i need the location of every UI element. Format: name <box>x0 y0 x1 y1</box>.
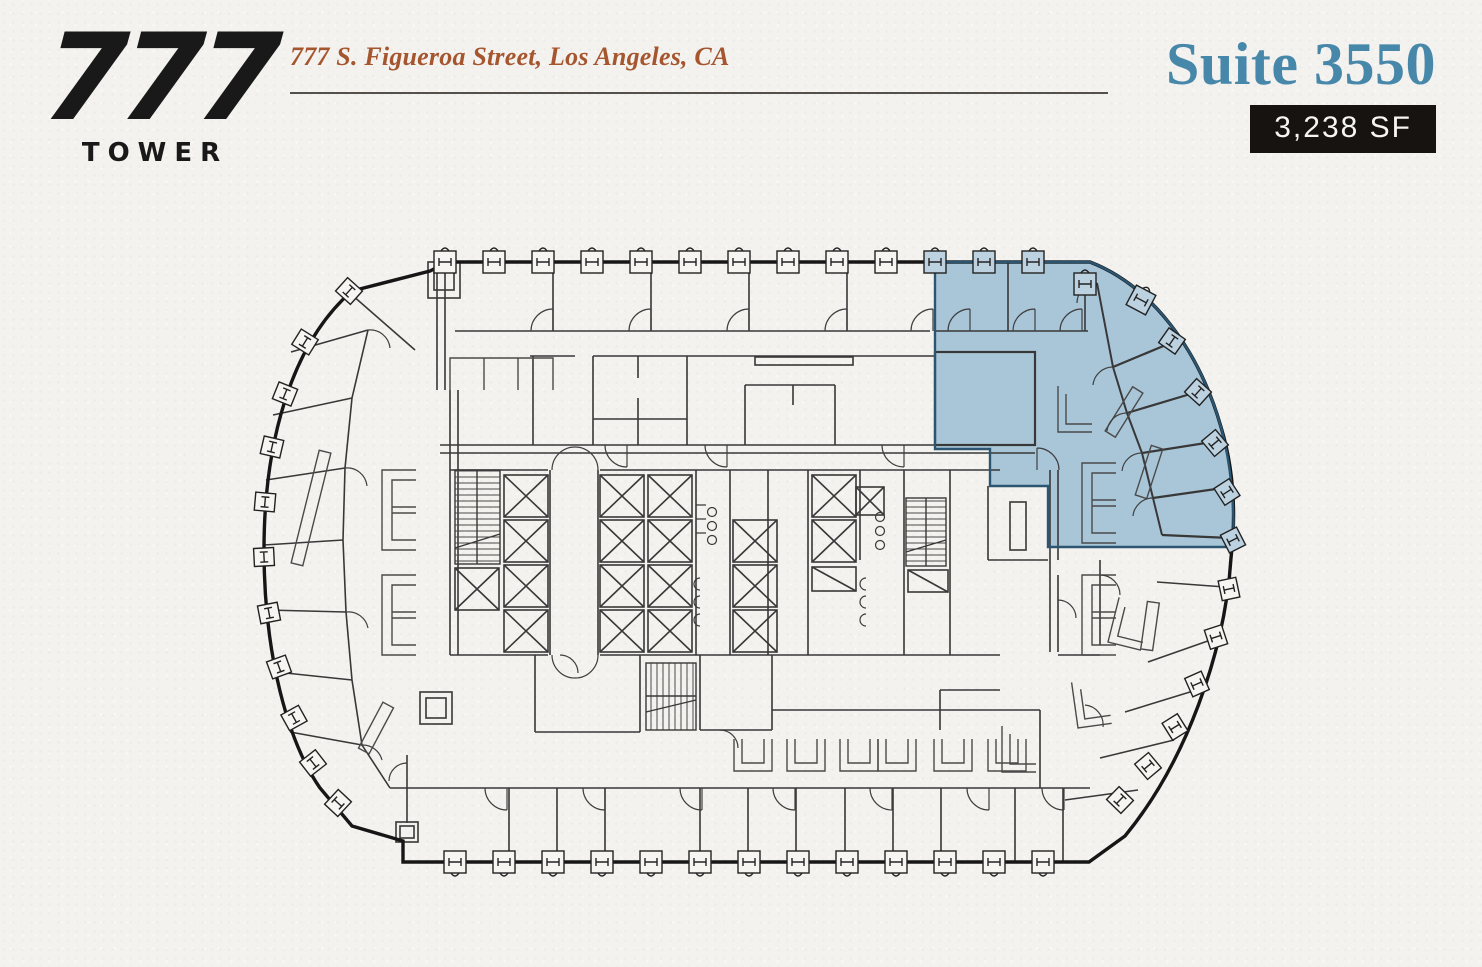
header-divider-rule <box>290 92 1108 94</box>
door-arcs <box>344 282 1154 811</box>
suite-header: Suite 3550 3,238 SF <box>1166 34 1436 153</box>
building-address: 777 S. Figueroa Street, Los Angeles, CA <box>290 42 730 71</box>
stairwell-left <box>454 469 501 565</box>
stairwells <box>454 469 947 731</box>
suite-title: Suite 3550 <box>1165 31 1436 97</box>
suite-highlight <box>935 262 1234 547</box>
logo-word: TOWER <box>81 138 229 169</box>
stairwell-center <box>645 662 697 731</box>
stairwell-right <box>905 497 947 567</box>
restrooms <box>693 504 886 627</box>
suite-area-badge: 3,238 SF <box>1250 105 1436 153</box>
building-logo: 777 TOWER <box>39 9 278 169</box>
furniture <box>290 357 1164 773</box>
